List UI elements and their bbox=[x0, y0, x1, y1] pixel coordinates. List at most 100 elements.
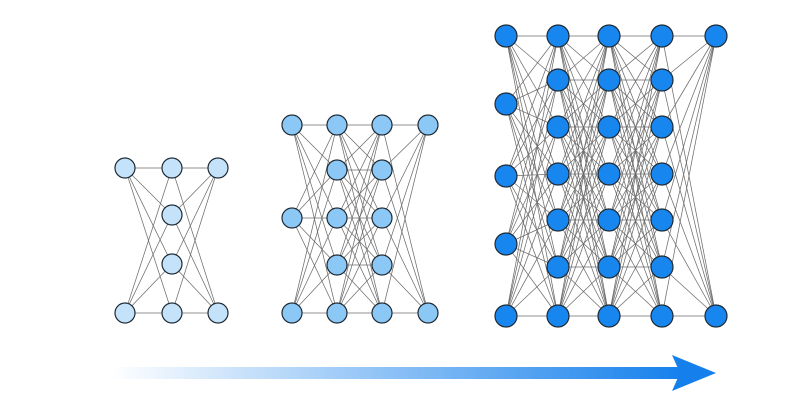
connection-line bbox=[661, 35, 717, 221]
connection-line bbox=[608, 126, 663, 317]
connection-line bbox=[291, 264, 338, 314]
neuron-node bbox=[597, 162, 621, 186]
neuron-node bbox=[114, 302, 136, 324]
neuron-node bbox=[494, 24, 518, 48]
neuron-node bbox=[704, 24, 728, 48]
connection-line bbox=[557, 266, 610, 317]
connection-line bbox=[557, 35, 610, 175]
growth-arrow bbox=[110, 355, 716, 391]
connection-line bbox=[505, 126, 559, 245]
connection-line bbox=[171, 167, 219, 314]
neuron-node bbox=[371, 302, 393, 324]
neuron-node bbox=[417, 302, 439, 324]
neuron-node bbox=[597, 115, 621, 139]
connection-line bbox=[608, 219, 663, 268]
connection-line bbox=[505, 126, 559, 317]
connection-line bbox=[124, 214, 173, 314]
connection-line bbox=[661, 266, 717, 317]
connection-line bbox=[336, 169, 383, 314]
connection-line bbox=[505, 103, 559, 317]
connection-line bbox=[505, 79, 559, 245]
connection-line bbox=[661, 126, 717, 317]
neuron-node bbox=[326, 254, 348, 276]
connection-line bbox=[381, 124, 429, 314]
neuron-node bbox=[371, 159, 393, 181]
neuron-node bbox=[597, 255, 621, 279]
networks-group bbox=[114, 24, 728, 328]
neuron-node bbox=[417, 114, 439, 136]
connection-line bbox=[661, 35, 717, 175]
connection-line bbox=[336, 124, 383, 219]
connection-line bbox=[336, 217, 383, 314]
neuron-node bbox=[494, 232, 518, 256]
connection-line bbox=[336, 124, 383, 314]
connection-line bbox=[608, 79, 663, 317]
connection-line bbox=[557, 126, 610, 317]
neuron-node bbox=[546, 208, 570, 232]
connection-line bbox=[505, 35, 559, 245]
connection-line bbox=[381, 124, 429, 219]
network-medium bbox=[281, 114, 439, 324]
neuron-node bbox=[546, 304, 570, 328]
connection-line bbox=[291, 124, 338, 219]
connection-line bbox=[171, 214, 219, 314]
network-medium-edges bbox=[291, 124, 429, 314]
connection-line bbox=[505, 35, 559, 128]
network-small bbox=[114, 157, 229, 324]
connection-line bbox=[171, 263, 219, 314]
connection-line bbox=[291, 217, 338, 314]
connection-line bbox=[661, 35, 717, 128]
connection-line bbox=[557, 173, 610, 317]
neuron-node bbox=[371, 114, 393, 136]
neuron-node bbox=[161, 204, 183, 226]
connection-line bbox=[661, 35, 717, 268]
connection-line bbox=[381, 264, 429, 314]
neuron-node bbox=[207, 302, 229, 324]
neuron-node bbox=[650, 115, 674, 139]
connection-line bbox=[505, 173, 559, 317]
neuron-node bbox=[494, 164, 518, 188]
connection-line bbox=[505, 219, 559, 317]
neuron-node bbox=[161, 157, 183, 179]
neuron-node bbox=[546, 68, 570, 92]
connection-line bbox=[661, 79, 717, 317]
connection-line bbox=[505, 126, 559, 177]
network-small-nodes bbox=[114, 157, 229, 324]
connection-line bbox=[608, 219, 663, 317]
neuron-node bbox=[207, 157, 229, 179]
connection-line bbox=[336, 264, 383, 314]
connection-line bbox=[381, 169, 429, 314]
network-medium-nodes bbox=[281, 114, 439, 324]
connection-line bbox=[171, 167, 219, 216]
neuron-node bbox=[546, 24, 570, 48]
connection-line bbox=[336, 124, 383, 266]
connection-line bbox=[505, 35, 559, 105]
neuron-node bbox=[650, 162, 674, 186]
connection-line bbox=[661, 219, 717, 317]
connection-line bbox=[505, 35, 559, 177]
neuron-node bbox=[326, 114, 348, 136]
connection-line bbox=[505, 79, 559, 177]
connection-line bbox=[608, 35, 663, 221]
connection-line bbox=[505, 266, 559, 317]
neuron-node bbox=[597, 208, 621, 232]
connection-line bbox=[124, 167, 173, 265]
neuron-node bbox=[326, 207, 348, 229]
connection-line bbox=[124, 167, 173, 314]
neuron-node bbox=[597, 24, 621, 48]
connection-line bbox=[336, 124, 383, 171]
neuron-node bbox=[650, 24, 674, 48]
neuron-node bbox=[281, 114, 303, 136]
neuron-node bbox=[114, 157, 136, 179]
neuron-node bbox=[546, 115, 570, 139]
neuron-node bbox=[650, 255, 674, 279]
connection-line bbox=[381, 217, 429, 314]
neuron-node bbox=[161, 302, 183, 324]
connection-line bbox=[381, 124, 429, 266]
neuron-node bbox=[161, 253, 183, 275]
connection-line bbox=[505, 243, 559, 317]
connection-line bbox=[661, 173, 717, 317]
neuron-node bbox=[704, 304, 728, 328]
connection-line bbox=[557, 79, 610, 268]
neuron-node bbox=[546, 162, 570, 186]
